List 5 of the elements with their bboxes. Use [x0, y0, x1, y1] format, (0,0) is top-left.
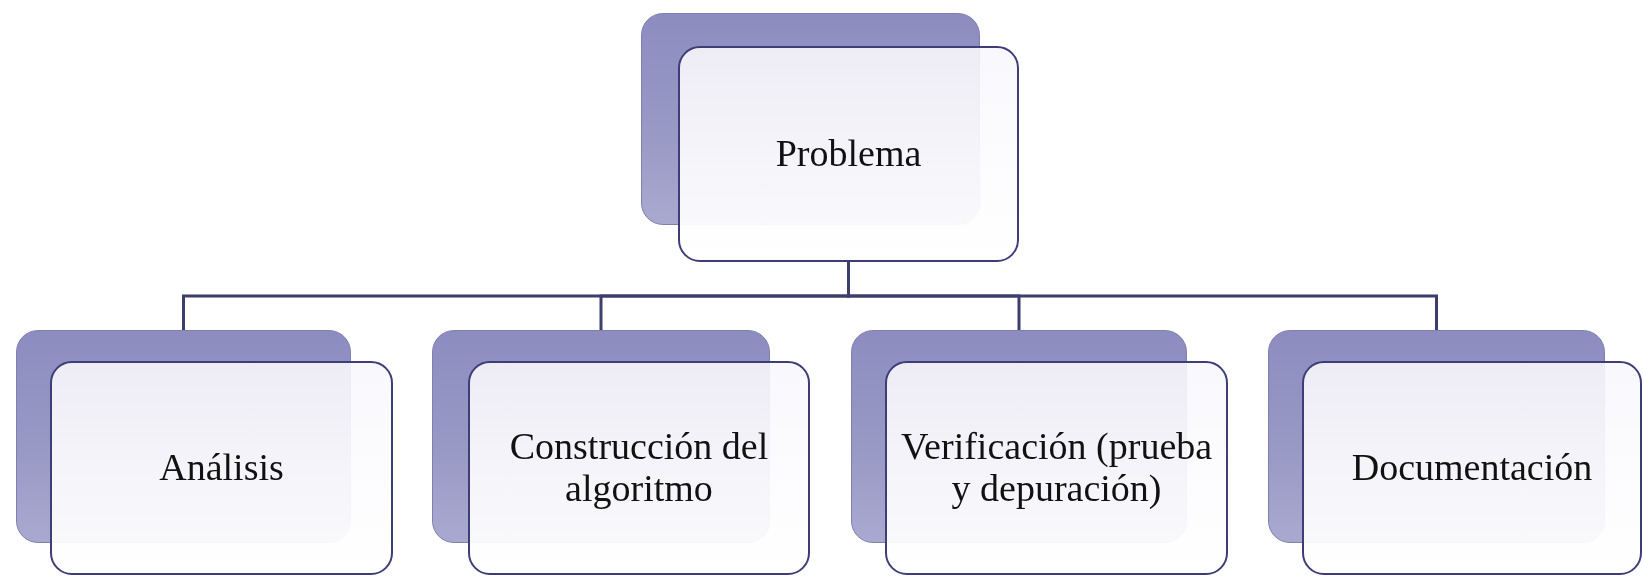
box-label: Problema	[775, 133, 922, 175]
box-label: Documentación	[1351, 447, 1593, 489]
box-label: Construcción del algoritmo	[508, 426, 770, 510]
box-label: Análisis	[159, 447, 284, 489]
box-label: Verificación (prueba y depuración)	[899, 426, 1214, 510]
